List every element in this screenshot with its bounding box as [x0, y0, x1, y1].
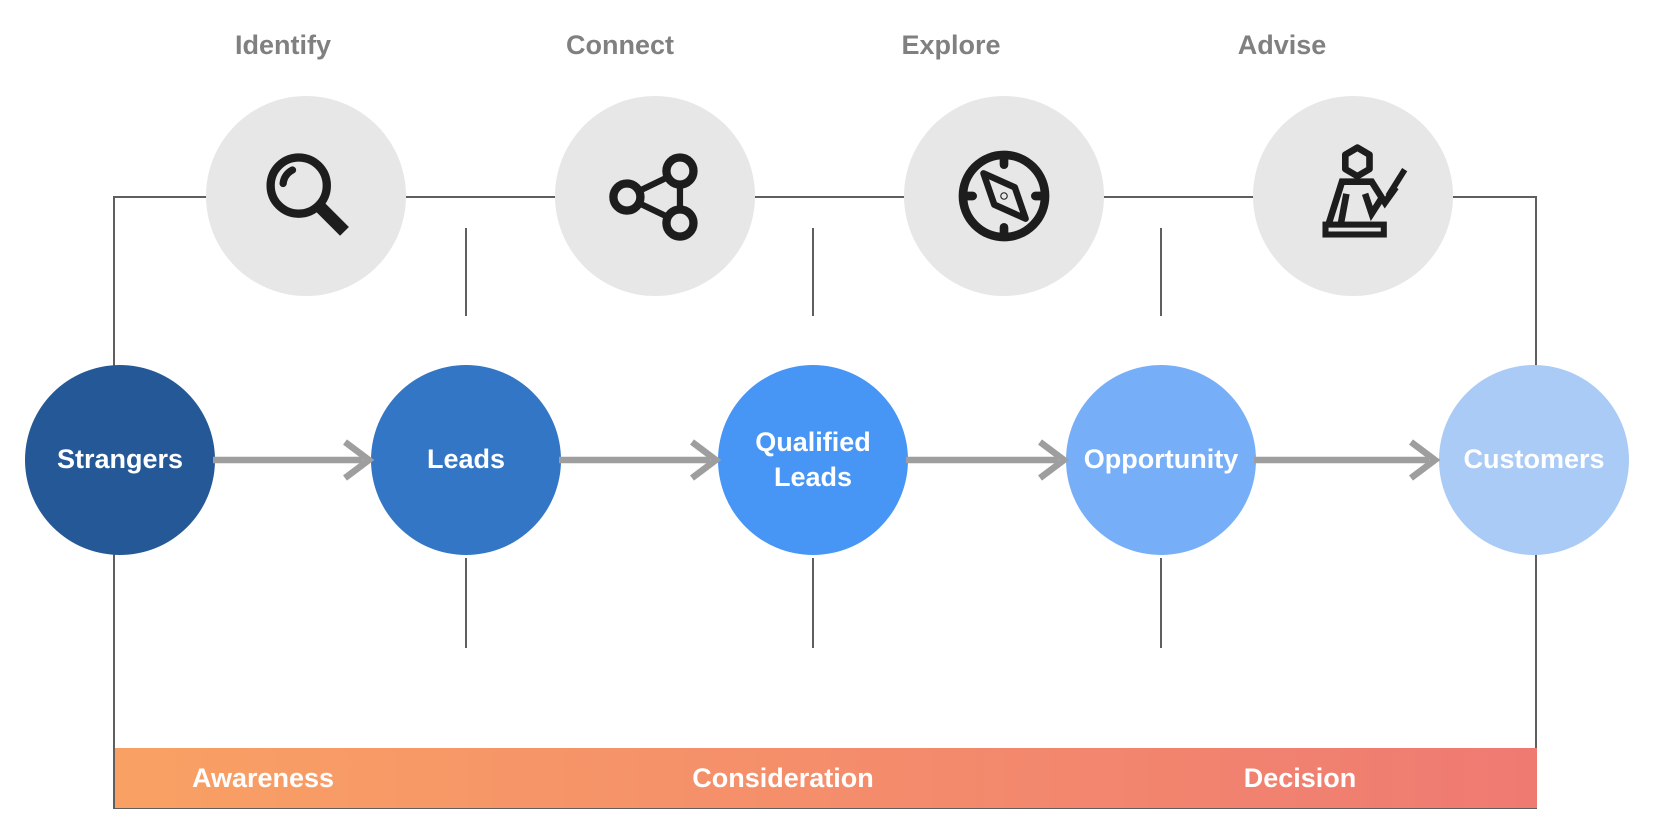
- identify-step-circle: [206, 96, 406, 296]
- search-icon: [266, 153, 349, 236]
- advise-step-circle: [1253, 96, 1453, 296]
- explore-step-circle: [904, 96, 1104, 296]
- step-label-connect: Connect: [566, 30, 674, 60]
- phase-bar: Awareness Consideration Decision: [115, 748, 1537, 808]
- stage-circle-strangers: Strangers: [25, 365, 215, 555]
- stage-circle-opportunity: Opportunity: [1066, 365, 1256, 555]
- connector-line: [465, 558, 467, 648]
- connector-line: [812, 228, 814, 316]
- connector-line: [1160, 228, 1162, 316]
- connector-line: [1160, 558, 1162, 648]
- flow-arrow: [213, 439, 375, 481]
- stage-label: Qualified Leads: [755, 426, 871, 492]
- stage-label: Opportunity: [1083, 444, 1239, 475]
- connector-line: [465, 228, 467, 316]
- compass-icon: [958, 150, 1050, 242]
- stage-circle-qualified-leads: Qualified Leads: [718, 365, 908, 555]
- step-label-advise: Advise: [1237, 30, 1327, 60]
- stage-circle-customers: Customers: [1439, 365, 1629, 555]
- phase-label-awareness: Awareness: [191, 763, 335, 793]
- step-label-explore: Explore: [901, 30, 1001, 60]
- step-label-identify: Identify: [234, 30, 331, 60]
- flow-arrow: [559, 439, 722, 481]
- presenter-icon: [1322, 144, 1408, 238]
- stage-label: Customers: [1463, 444, 1605, 475]
- stage-label: Strangers: [56, 444, 184, 475]
- connect-step-circle: [555, 96, 755, 296]
- flow-arrow: [1254, 439, 1441, 481]
- connector-line: [812, 558, 814, 648]
- phase-label-consideration: Consideration: [692, 763, 874, 793]
- stage-label: Leads: [426, 444, 506, 475]
- stage-circle-leads: Leads: [371, 365, 561, 555]
- network-icon: [609, 153, 698, 241]
- flow-arrow: [906, 439, 1070, 481]
- phase-label-decision: Decision: [1243, 763, 1357, 793]
